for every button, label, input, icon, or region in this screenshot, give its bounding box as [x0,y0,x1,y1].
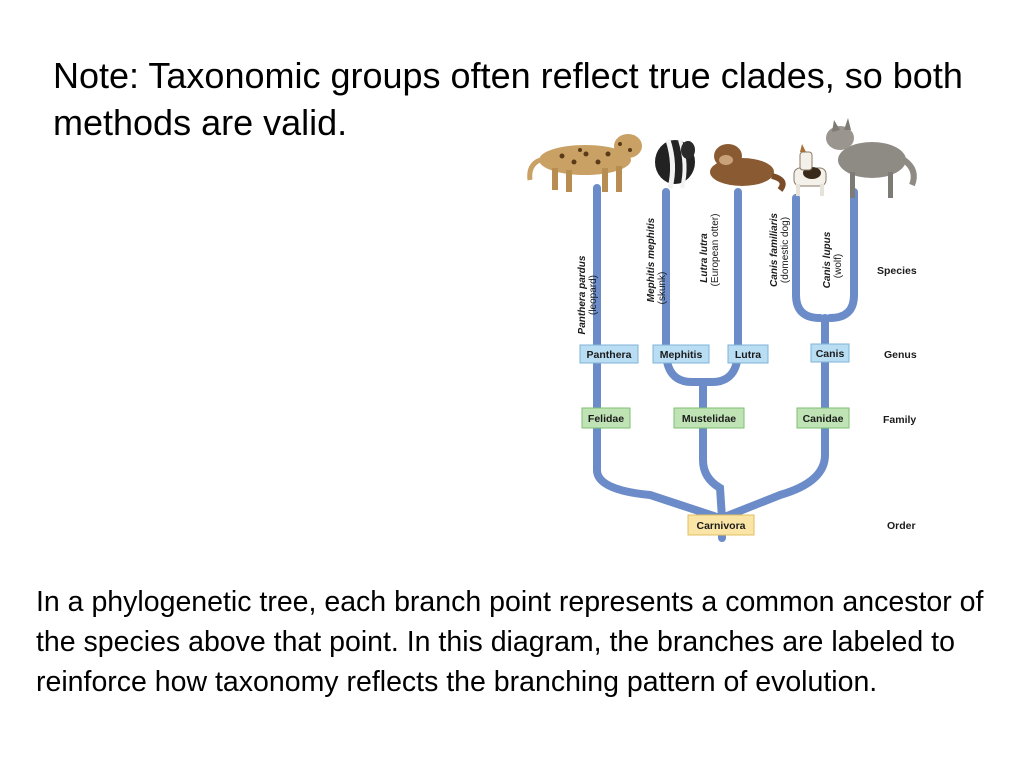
skunk-illustration [655,139,695,189]
rank-label-genus: Genus [884,349,917,361]
order-label: Carnivora [696,520,745,532]
phylogenetic-tree-diagram: Panthera pardus (leopard) Mephitis mephi… [527,118,917,542]
species-scientific-name: Canis familiaris [769,213,780,287]
rank-label-family: Family [883,414,916,426]
order-box-carnivora: Carnivora [687,514,755,536]
species-scientific-name: Panthera pardus [577,255,588,334]
branch-dog [792,194,824,322]
species-label-dog: Canis familiaris (domestic dog) [769,213,791,287]
species-label-wolf: Canis lupus (wolf) [822,231,844,288]
genus-label: Panthera [587,349,632,361]
family-box-canidae: Canidae [796,407,850,429]
family-box-mustelidae: Mustelidae [673,407,745,429]
species-scientific-name: Canis lupus [822,231,833,288]
family-label: Mustelidae [682,413,736,425]
explanation-paragraph: In a phylogenetic tree, each branch poin… [36,586,984,698]
branch-mustelidae [699,378,726,522]
genus-box-mephitis: Mephitis [652,344,710,364]
genus-box-panthera: Panthera [579,344,639,364]
genus-box-lutra: Lutra [727,344,769,364]
species-common-name: (domestic dog) [780,217,791,283]
genus-label: Mephitis [660,349,703,361]
family-label: Canidae [803,413,844,425]
species-common-name: (leopard) [588,275,599,315]
species-label-otter: Lutra lutra (European otter) [699,214,721,287]
species-label-skunk: Mephitis mephitis (skunk) [646,217,668,304]
species-label-leopard: Panthera pardus (leopard) [577,255,599,334]
genus-label: Lutra [735,349,761,361]
species-scientific-name: Mephitis mephitis [646,217,657,302]
genus-label: Canis [816,348,845,360]
branch-canidae [718,314,829,522]
rank-label-order: Order [887,520,916,532]
wolf-illustration [826,118,917,198]
species-common-name: (wolf) [833,254,844,278]
species-common-name: (European otter) [710,214,721,287]
family-label: Felidae [588,413,624,425]
species-scientific-name: Lutra lutra [699,233,710,283]
rank-label-species: Species [877,265,917,277]
dog-illustration [793,144,827,196]
branch-wolf [826,188,858,322]
species-common-name: (skunk) [657,272,668,305]
otter-illustration [710,144,786,192]
note-heading: Note: Taxonomic groups often reflect tru… [53,55,963,143]
leopard-illustration [527,134,642,192]
family-box-felidae: Felidae [581,407,631,429]
genus-box-canis: Canis [810,343,850,363]
branch-leopard [593,184,724,522]
